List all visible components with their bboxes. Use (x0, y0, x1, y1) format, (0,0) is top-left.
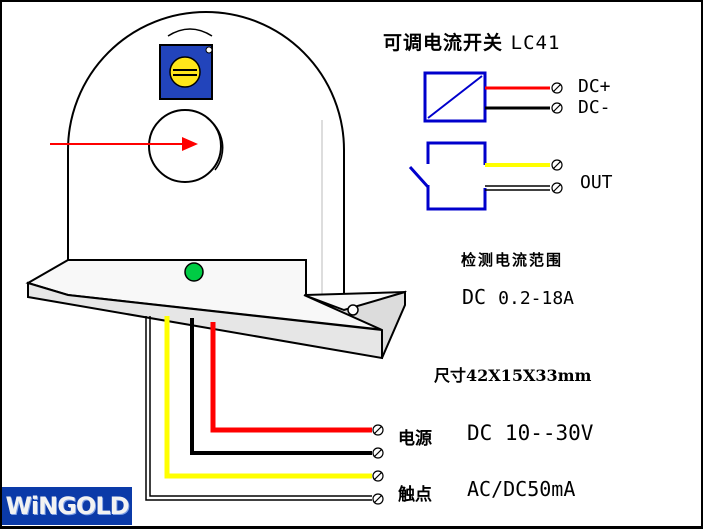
power-supply-symbol (423, 71, 550, 123)
contact-label: 触点 (398, 485, 432, 505)
brand-logo: WiNGOLD (2, 487, 132, 525)
output-wires (145, 316, 372, 501)
product-title: 可调电流开关 LC41 (383, 32, 561, 54)
terminal-label-out: OUT (580, 172, 613, 193)
terminal-label-dc-minus: DC- (578, 97, 611, 118)
potentiometer-icon (159, 28, 213, 100)
mounting-hole (347, 304, 359, 316)
dimensions-text: 尺寸42X15X33mm (434, 366, 592, 385)
switch-contact-symbol (408, 141, 550, 211)
wire-terminals (372, 424, 384, 505)
symbol-terminals (551, 82, 563, 194)
brand-logo-text: WiNGOLD (5, 492, 129, 520)
terminal-label-dc-plus: DC+ (578, 76, 611, 97)
detection-range-label: 检测电流范围 (461, 251, 564, 269)
current-arrow (50, 137, 198, 151)
detection-range-value: DC 0.2-18A (462, 285, 574, 309)
power-label: 电源 (398, 429, 432, 449)
contact-value: AC/DC50mA (467, 477, 576, 501)
sensor-body (25, 11, 407, 360)
status-led (184, 262, 204, 282)
power-value: DC 10--30V (467, 421, 594, 445)
